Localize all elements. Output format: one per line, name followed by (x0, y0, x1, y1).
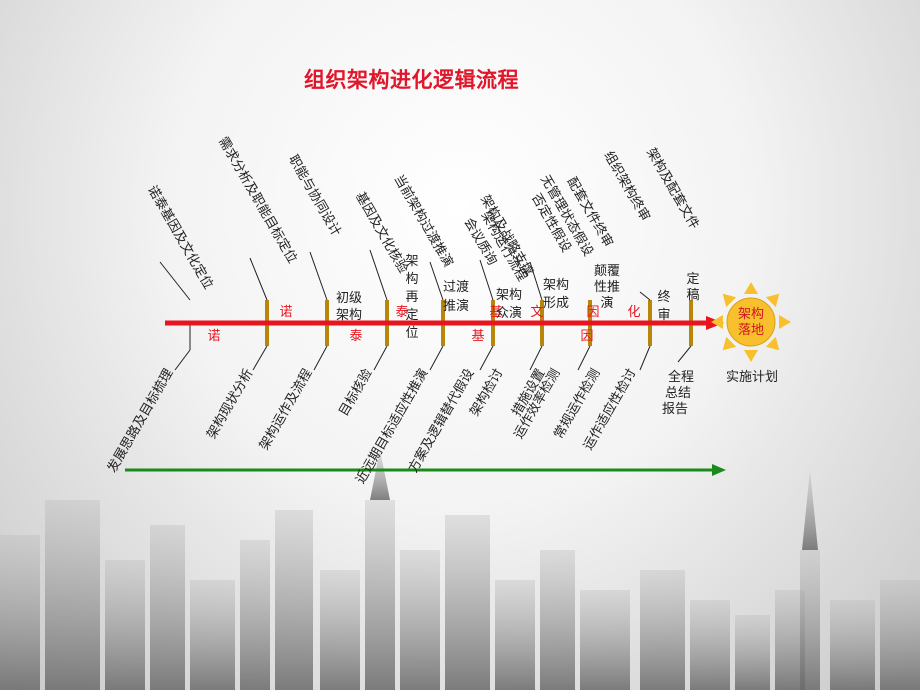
spine-label: 文 (530, 305, 543, 320)
bone-connector (639, 345, 651, 371)
head-label-line2: 落地 (738, 323, 764, 338)
bone-connector (369, 249, 388, 301)
top-label: 职能与协同设计 (285, 153, 343, 239)
spine-label: 基 (489, 305, 502, 320)
top-vertical-label: 初级架构 (336, 291, 362, 323)
spine-label-layer: 诺泰基因文诺泰基因化 (207, 305, 640, 344)
sun-ray (722, 293, 737, 308)
bone-connector (529, 345, 543, 371)
bone-connector (429, 345, 444, 371)
bone-connector (159, 261, 191, 301)
bone-connector (479, 259, 494, 301)
bottom-label: 架构现状分析 (204, 367, 256, 442)
bone-connector (639, 291, 651, 301)
bone-connector (577, 345, 591, 371)
timeline-arrowhead (712, 464, 726, 476)
bone-connector (479, 345, 494, 371)
bone-connector (429, 261, 444, 301)
sun-ray (744, 282, 758, 294)
top-vertical-label: 颠覆性推演 (594, 264, 620, 311)
sun-ray (779, 315, 791, 329)
spine-label: 诺 (207, 329, 220, 344)
bone-connector (309, 251, 328, 301)
sun-ray (765, 336, 780, 351)
top-vertical-label: 终审 (657, 289, 670, 323)
spine-label: 化 (627, 305, 640, 320)
top-label: 架构及配套文件 (643, 145, 702, 232)
bone-connector (252, 345, 268, 371)
top-label: 组织架构终审 (601, 148, 654, 224)
head-label-line1: 架构 (738, 307, 764, 322)
bottom-label: 发展思路及目标梳理 (104, 366, 176, 475)
city-skyline-background (0, 450, 920, 690)
sun-ray (722, 336, 737, 351)
bottom-label: 目标核验 (336, 366, 376, 419)
bone-connector (373, 345, 388, 371)
bottom-label: 架构运作及流程 (257, 367, 315, 453)
sun-circle (726, 297, 776, 347)
top-vertical-label: 过渡推演 (443, 279, 469, 314)
sun-rays (711, 282, 791, 362)
top-vertical-label: 定稿 (686, 272, 699, 303)
bone-connector (313, 345, 328, 371)
spine-label: 诺 (279, 305, 292, 320)
sun-head: 架构 落地 (711, 282, 791, 362)
head-caption: 实施计划 (726, 370, 778, 385)
spine-label: 泰 (349, 329, 362, 344)
top-vertical-label: 架构形成 (543, 278, 569, 311)
spine-label: 因 (580, 329, 593, 344)
top-vertical-label: 架构再定位 (405, 254, 418, 341)
sun-ray (765, 293, 780, 308)
bottom-label: 全程总结报告 (662, 369, 694, 417)
spine-label: 泰 (395, 305, 408, 320)
sun-ray (711, 315, 723, 329)
bone-connector (249, 257, 268, 301)
top-label: 基因及文化核验 (352, 189, 411, 276)
bone-connector (174, 349, 191, 371)
sun-ray (744, 350, 758, 362)
spine-label: 基 (471, 329, 484, 344)
spine-label: 因 (586, 305, 599, 320)
top-label: 需求分析及职能目标定位 (215, 135, 299, 266)
top-label: 诺泰基因及文化定位 (144, 183, 215, 292)
top-vertical-label: 架构众演 (496, 288, 522, 321)
diagram-title: 组织架构进化逻辑流程 (304, 67, 519, 92)
bone-connector (529, 261, 543, 301)
bone-connector (677, 345, 692, 363)
